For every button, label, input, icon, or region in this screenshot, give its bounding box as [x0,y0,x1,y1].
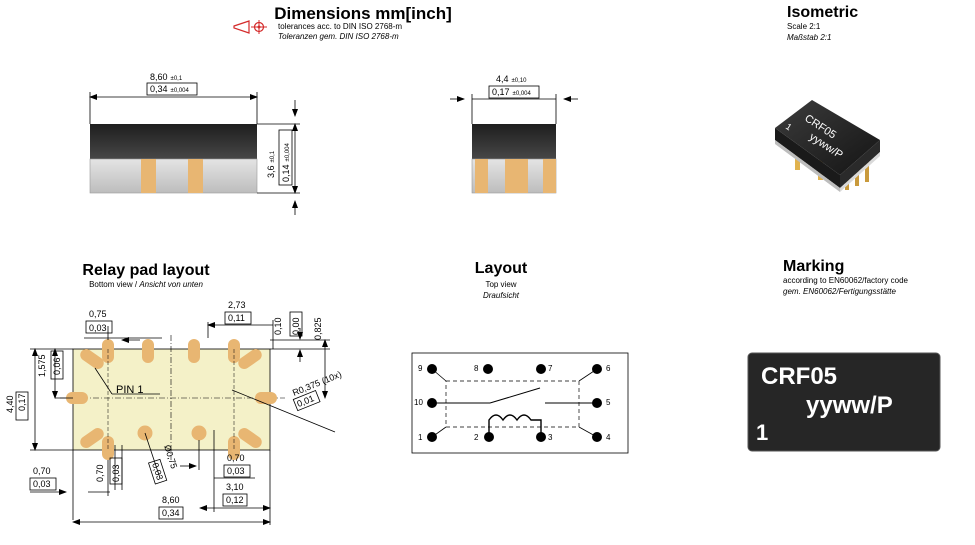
layout-subtitle-de: Draufsicht [483,291,520,300]
pin-label-6: 6 [606,364,611,373]
dim-003-left-label: 0,03 [33,479,51,489]
pin1-leader [94,367,160,395]
side-height-mm: 3,6 [266,165,276,178]
dim-034-label: 0,34 [162,508,180,518]
terminal-pad [188,159,203,193]
terminal-pad [141,159,156,193]
end-view [471,124,557,194]
layout-subtitle-en: Top view [485,280,516,289]
end-width-tol-in: ±0,004 [513,91,532,97]
terminal-pad [475,159,488,193]
schematic-diagram [411,352,629,454]
marking-line2: yyww/P [806,392,893,419]
side-width-tol-in: ±0,004 [171,88,190,94]
dim-0825-label: 0,825 [313,317,323,340]
dim-273-label: 2,73 [228,300,246,310]
side-view [89,124,258,194]
svg-text:0,17±0,004: 0,17±0,004 [492,87,532,97]
dim-070-right [180,430,255,512]
pin-label-9: 9 [418,364,423,373]
iso-marking-pin: 1 [784,121,794,132]
side-width-in: 0,34 [150,84,168,94]
isometric-title: Isometric [787,4,858,21]
dim-1575-label: 1,575 [37,354,47,377]
svg-text:0,34±0,004: 0,34±0,004 [150,84,190,94]
marking-line1: CRF05 [761,363,837,390]
svg-text:3,6±0,1: 3,6 ±0,1 [266,150,276,178]
pad-layout-subtitle-de: Ansicht von unten [138,280,203,289]
marking-pin: 1 [756,420,768,445]
marking-note-en: according to EN60062/factory code [783,276,909,285]
svg-text:4,4±0,10: 4,4±0,10 [496,74,527,84]
diameter-leader [144,432,161,479]
dim-017-label: 0,17 [17,393,27,411]
pin-label-4: 4 [606,433,611,442]
dim-070-left-label: 0,70 [33,466,51,476]
tolerance-note-en: tolerances acc. to DIN ISO 2768-m [278,22,402,31]
dim-003-mid-label: 0,03 [111,464,121,482]
pin-label-7: 7 [548,364,553,373]
side-width-mm: 8,60 [150,72,168,82]
layout-title: Layout [475,260,528,277]
dim-012-label: 0,12 [226,495,244,505]
end-width-in: 0,17 [492,87,510,97]
terminal-pad [543,159,556,193]
marking-box [747,352,941,452]
pin-label-2: 2 [474,433,479,442]
page-title: Dimensions mm[inch] [274,4,452,23]
side-height-in: 0,14 [281,164,291,182]
side-height-dimension [257,100,300,215]
dim-right-vertical [270,311,330,399]
pin-label-10: 10 [414,398,423,407]
end-width-dimension [450,85,578,124]
dim-000-label: 0,00 [291,317,301,335]
end-width-mm: 4,4 [496,74,509,84]
dim-310-label: 3,10 [226,482,244,492]
dim-273 [207,311,274,349]
dim-left-vertical [15,348,73,451]
svg-text:Bottom view / Ansicht von unte: Bottom view / Ansicht von unten [89,280,203,289]
side-height-tol-mm: ±0,1 [270,150,276,162]
pad-footprint [60,335,285,460]
pin-label-1: 1 [418,433,423,442]
tolerance-symbol-icon [233,20,267,34]
dim-070-left [29,450,110,520]
dim-075: 0,75 [89,309,107,319]
side-height-tol-in: ±0,004 [285,142,291,161]
dim-440-label: 4,40 [5,395,15,413]
end-width-tol-mm: ±0,10 [512,78,528,84]
dim-075-top [84,320,162,343]
dim-860-label: 8,60 [162,495,180,505]
dim-860 [72,506,271,525]
radius-leader [231,389,336,433]
pad-layout-title: Relay pad layout [82,262,210,279]
svg-text:8,60±0,1: 8,60±0,1 [150,72,183,82]
marking-title: Marking [783,258,844,275]
isometric-scale-en: Scale 2:1 [787,22,821,31]
tolerance-note-de: Toleranzen gem. DIN ISO 2768-m [278,32,399,41]
dim-003-a: 0,03 [89,323,107,333]
dim-310 [199,450,271,525]
pin-label-3: 3 [548,433,553,442]
pin1-label: PIN 1 [116,384,144,396]
side-width-tol-mm: ±0,1 [171,76,183,82]
side-width-dimension [89,82,258,124]
dim-010-label: 0,10 [273,317,283,335]
dim-070-right-label: 0,70 [227,453,245,463]
svg-text:0,14±0,004: 0,14 ±0,004 [281,142,291,182]
dim-003-right-label: 0,03 [227,466,245,476]
terminal-pad [505,159,528,193]
isometric-scale-de: Maßstab 2:1 [787,33,831,42]
pin-label-8: 8 [474,364,479,373]
diameter-in-label: 0,03 [150,462,165,482]
dim-011-label: 0,11 [228,313,245,323]
pin-label-5: 5 [606,398,611,407]
marking-note-de: gem. EN60062/Fertigungsstätte [783,287,897,296]
dim-070-mid-label: 0,70 [95,464,105,482]
dim-006-label: 0,06 [52,357,62,375]
dim-070-mid [109,445,123,490]
pad-layout-subtitle-en: Bottom view / [89,280,139,289]
isometric-relay [775,100,880,192]
